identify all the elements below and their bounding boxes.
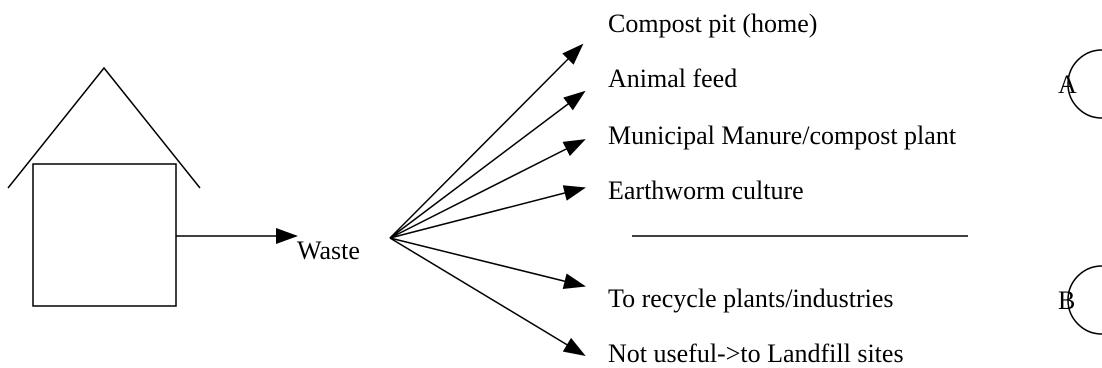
group-a-marker: A xyxy=(1058,49,1102,119)
group-a-label: A xyxy=(1058,70,1077,99)
destination-label: To recycle plants/industries xyxy=(608,284,894,313)
destination-label: Municipal Manure/compost plant xyxy=(608,121,957,150)
house-body xyxy=(32,163,177,307)
arrow-to-compost-pit xyxy=(389,43,584,239)
arrow-to-earthworm-culture xyxy=(389,185,586,239)
house-icon xyxy=(7,66,201,307)
destination-label: Earthworm culture xyxy=(608,176,804,205)
destination-label: Animal feed xyxy=(608,64,737,93)
destination-label: Not useful->to Landfill sites xyxy=(608,339,904,368)
group-b-label: B xyxy=(1058,286,1075,315)
fan-out-arrows xyxy=(389,43,586,357)
destination-label: Compost pit (home) xyxy=(608,9,817,38)
arrow-to-municipal-plant xyxy=(389,139,586,239)
house-roof xyxy=(7,66,201,189)
arrow-to-animal-feed xyxy=(389,90,586,239)
waste-label: Waste xyxy=(297,236,360,265)
arrow-to-landfill xyxy=(389,237,586,357)
arrow-to-recycle-plants xyxy=(389,237,586,289)
group-b-marker: B xyxy=(1058,265,1102,335)
